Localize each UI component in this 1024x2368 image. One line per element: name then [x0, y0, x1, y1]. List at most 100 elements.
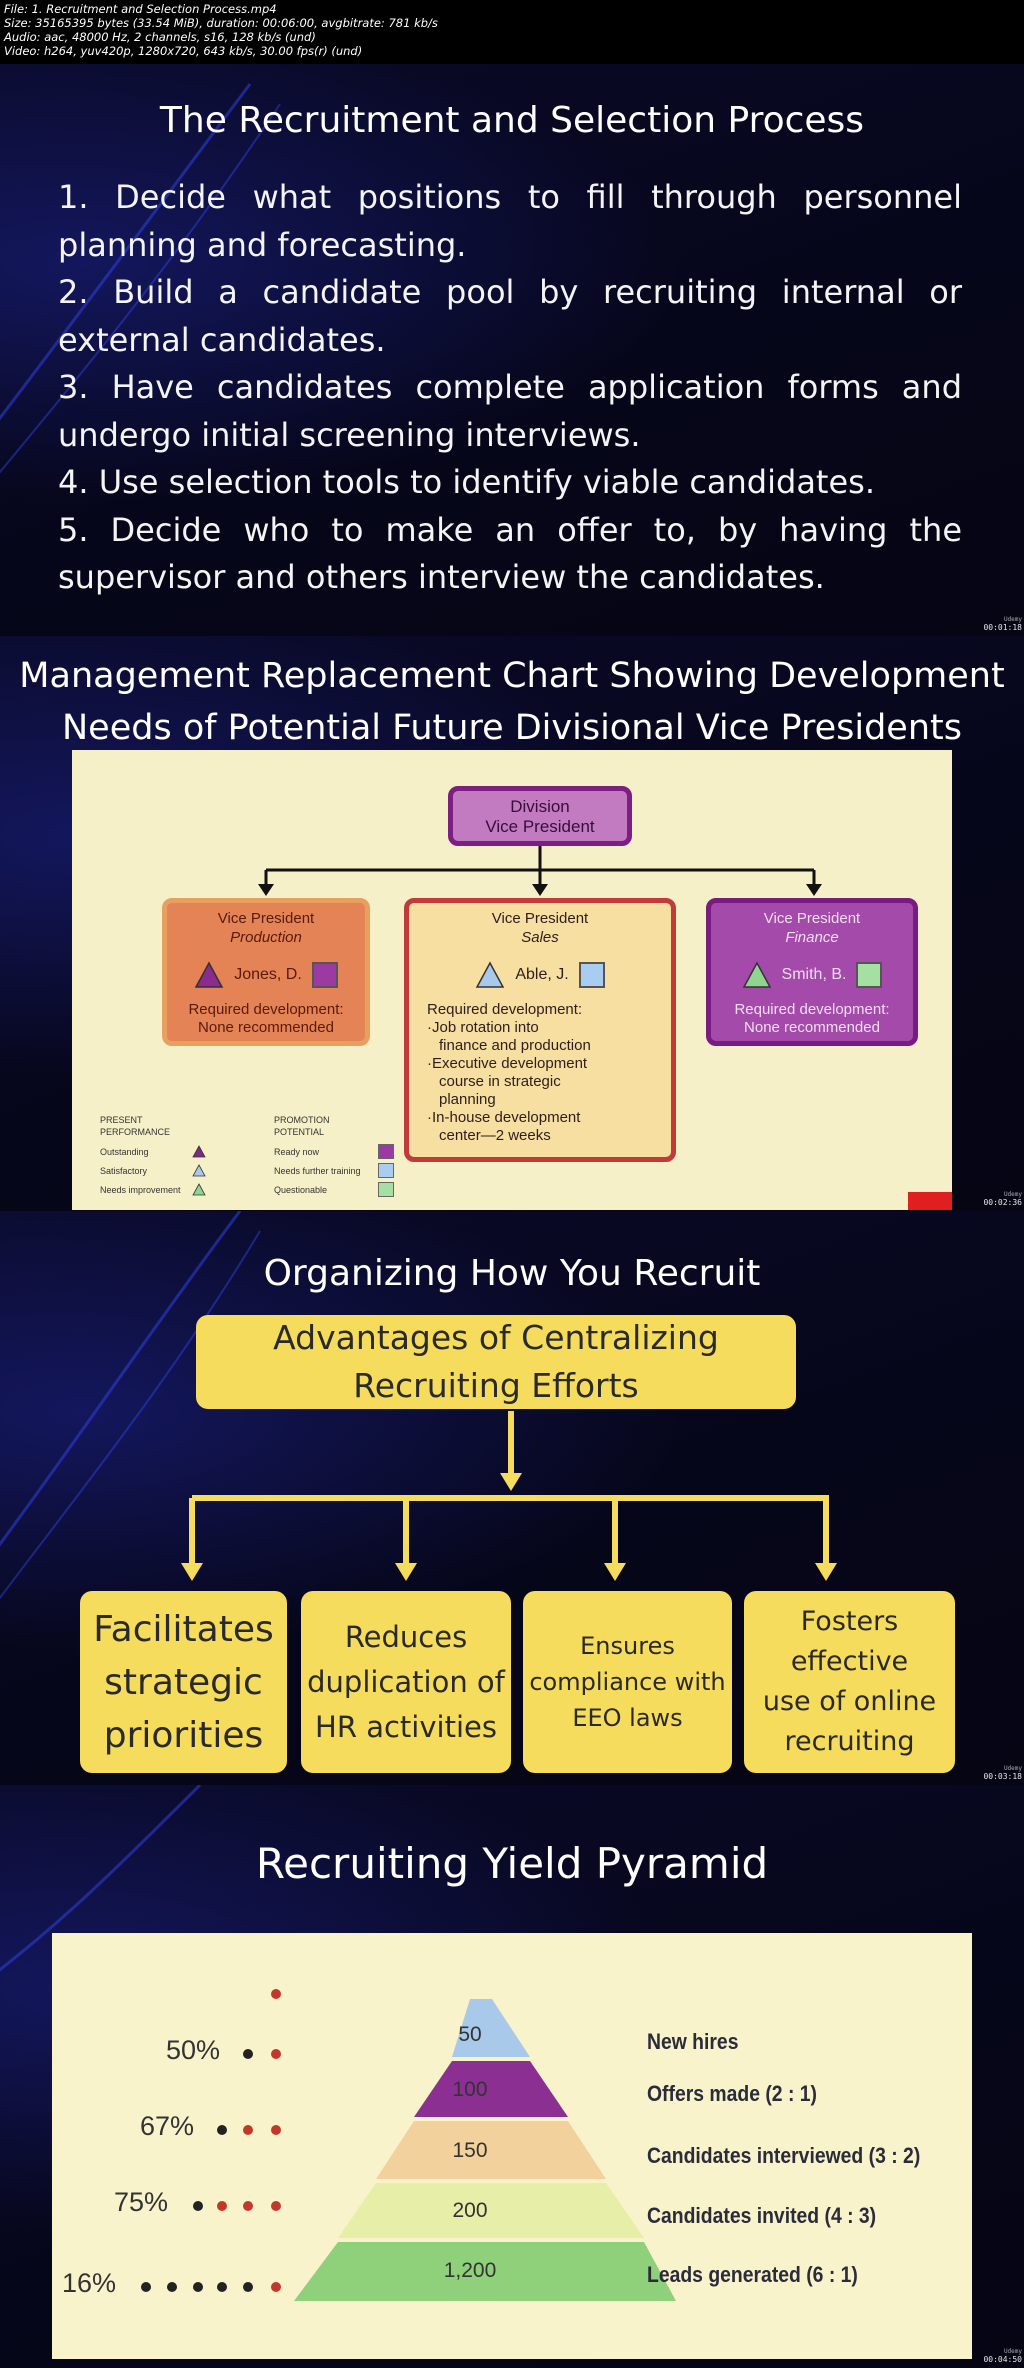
level-count: 50	[458, 2023, 481, 2046]
box-line: Fosters effective	[790, 1606, 909, 1677]
frame-background	[0, 64, 1024, 636]
frame-timestamp: Udemy 00:01:18	[983, 616, 1022, 632]
legend-header: POTENTIAL	[274, 1127, 325, 1137]
blue-streak-decoration	[0, 83, 281, 474]
box-line: duplication of	[307, 1664, 505, 1699]
level-count: 200	[452, 2199, 487, 2222]
centralizing-header-box: Advantages of Centralizing Recruiting Ef…	[196, 1315, 796, 1409]
division-vp-box: Division Vice President	[448, 786, 632, 846]
dot-icon	[141, 2282, 151, 2292]
pyramid-level-leads	[294, 2242, 676, 2301]
development-item: ·Executive development	[427, 1055, 588, 1072]
slide-title: Organizing How You Recruit	[263, 1253, 761, 1294]
box-line: priorities	[103, 1714, 264, 1756]
size-info-line: Size: 35165395 bytes (33.54 MiB), durati…	[4, 16, 438, 30]
development-item: ·Job rotation into	[427, 1019, 539, 1036]
dot-icon	[167, 2282, 177, 2292]
pyramid-level-interviewed	[376, 2121, 606, 2179]
timestamp-text: 00:01:18	[983, 623, 1022, 632]
header-line: Recruiting Efforts	[353, 1366, 639, 1405]
triangle-icon	[742, 961, 771, 988]
candidate-name: Able, J.	[515, 966, 569, 983]
udemy-logo: Udemy	[1003, 616, 1022, 623]
triangle-icon	[192, 1145, 206, 1158]
legend-row: Outstanding	[100, 1142, 206, 1161]
slide-corner-tab	[908, 1192, 952, 1210]
development-item: planning	[439, 1091, 496, 1108]
conversion-percent: 67%	[140, 2111, 195, 2141]
slide-title: Management Replacement Chart Showing Dev…	[0, 650, 1024, 754]
legend-label: Outstanding	[100, 1146, 149, 1157]
box-line: Facilitates	[93, 1608, 274, 1650]
legend-row: Satisfactory	[100, 1161, 206, 1180]
advantage-box: Reduces duplication of HR activities	[301, 1591, 511, 1773]
legend-row: Needs further training	[274, 1161, 394, 1180]
pyramid-level-new-hires	[452, 1999, 530, 2057]
file-info-bar: File: 1. Recruitment and Selection Proce…	[0, 0, 1024, 64]
level-label: Candidates invited (4 : 3)	[647, 2203, 877, 2228]
frame-timestamp: Udemy 00:02:36	[983, 1191, 1022, 1207]
frame-timestamp: Udemy 00:03:18	[983, 1765, 1022, 1781]
chart-legend: PRESENT PERFORMANCE Outstanding Satisfac…	[100, 1114, 400, 1204]
conversion-percent: 50%	[166, 2035, 221, 2065]
legend-label: Needs improvement	[100, 1184, 181, 1195]
dot-icon	[217, 2282, 227, 2292]
department: Sales	[521, 929, 559, 946]
advantage-box: Facilitates strategic priorities	[80, 1591, 287, 1773]
video-info-line: Video: h264, yuv420p, 1280x720, 643 kb/s…	[4, 44, 363, 58]
video-frame-3: Organizing How You Recruit Advantages of…	[0, 1211, 1024, 1785]
legend-label: Ready now	[274, 1146, 320, 1157]
dot-icon	[243, 2125, 253, 2135]
yield-pyramid-panel: 50 100 150 200 1,200 50% 67% 75% 16% New…	[52, 1933, 972, 2359]
conversion-percent: 16%	[62, 2268, 117, 2298]
step-item: 5. Decide who to make an offer to, by ha…	[58, 510, 962, 597]
development-title: Required development:	[427, 1001, 583, 1018]
dot-icon	[217, 2201, 227, 2211]
level-count: 150	[452, 2139, 487, 2162]
level-label: Leads generated (6 : 1)	[647, 2262, 858, 2287]
level-label: Offers made (2 : 1)	[647, 2081, 817, 2106]
legend-label: Satisfactory	[100, 1165, 148, 1176]
dot-icon	[193, 2201, 203, 2211]
role-title: Vice President	[491, 910, 589, 927]
development-value: None recommended	[198, 1019, 334, 1036]
dot-icon	[243, 2049, 253, 2059]
udemy-logo: Udemy	[1003, 2348, 1022, 2355]
timestamp-text: 00:02:36	[983, 1198, 1022, 1207]
step-item: 2. Build a candidate pool by recruiting …	[58, 273, 962, 359]
legend-header: PRESENT	[100, 1115, 143, 1125]
level-label: New hires	[647, 2029, 739, 2054]
legend-label: Needs further training	[274, 1165, 361, 1176]
dot-icon	[271, 1989, 281, 1999]
level-label: Candidates interviewed (3 : 2)	[647, 2143, 921, 2168]
file-info-line: File: 1. Recruitment and Selection Proce…	[4, 2, 277, 16]
triangle-icon	[476, 961, 505, 988]
box-line: compliance with	[529, 1668, 726, 1696]
role-title: Vice President	[217, 910, 315, 927]
dot-icon	[193, 2282, 203, 2292]
square-icon	[378, 1182, 394, 1197]
slide-title: The Recruitment and Selection Process	[159, 100, 865, 141]
flow-arrows	[181, 1411, 837, 1581]
legend-row: Needs improvement	[100, 1180, 206, 1199]
development-item: finance and production	[439, 1037, 591, 1054]
triangle-icon	[194, 961, 224, 988]
replacement-chart: Division Vice President Vice President P…	[72, 750, 952, 1210]
blue-streak-decoration	[0, 1785, 202, 1972]
triangle-icon	[192, 1183, 206, 1196]
development-value: None recommended	[744, 1019, 880, 1036]
title-line: Management Replacement Chart Showing Dev…	[19, 656, 1005, 696]
video-frame-2: Management Replacement Chart Showing Dev…	[0, 636, 1024, 1211]
vp-production-box: Vice President Production Jones, D. Requ…	[162, 898, 370, 1046]
slide-title: Recruiting Yield Pyramid	[255, 1839, 769, 1888]
development-item: center—2 weeks	[439, 1127, 551, 1144]
video-frame-1: The Recruitment and Selection Process 1.…	[0, 64, 1024, 636]
conversion-percent: 75%	[114, 2187, 169, 2217]
vp-sales-box: Vice President Sales Able, J. Required d…	[404, 898, 676, 1162]
triangle-icon	[192, 1164, 206, 1177]
audio-info-line: Audio: aac, 48000 Hz, 2 channels, s16, 1…	[4, 30, 316, 44]
dot-icon	[217, 2125, 227, 2135]
udemy-logo: Udemy	[1003, 1765, 1022, 1772]
square-icon	[578, 962, 605, 988]
box-line: EEO laws	[572, 1704, 683, 1732]
